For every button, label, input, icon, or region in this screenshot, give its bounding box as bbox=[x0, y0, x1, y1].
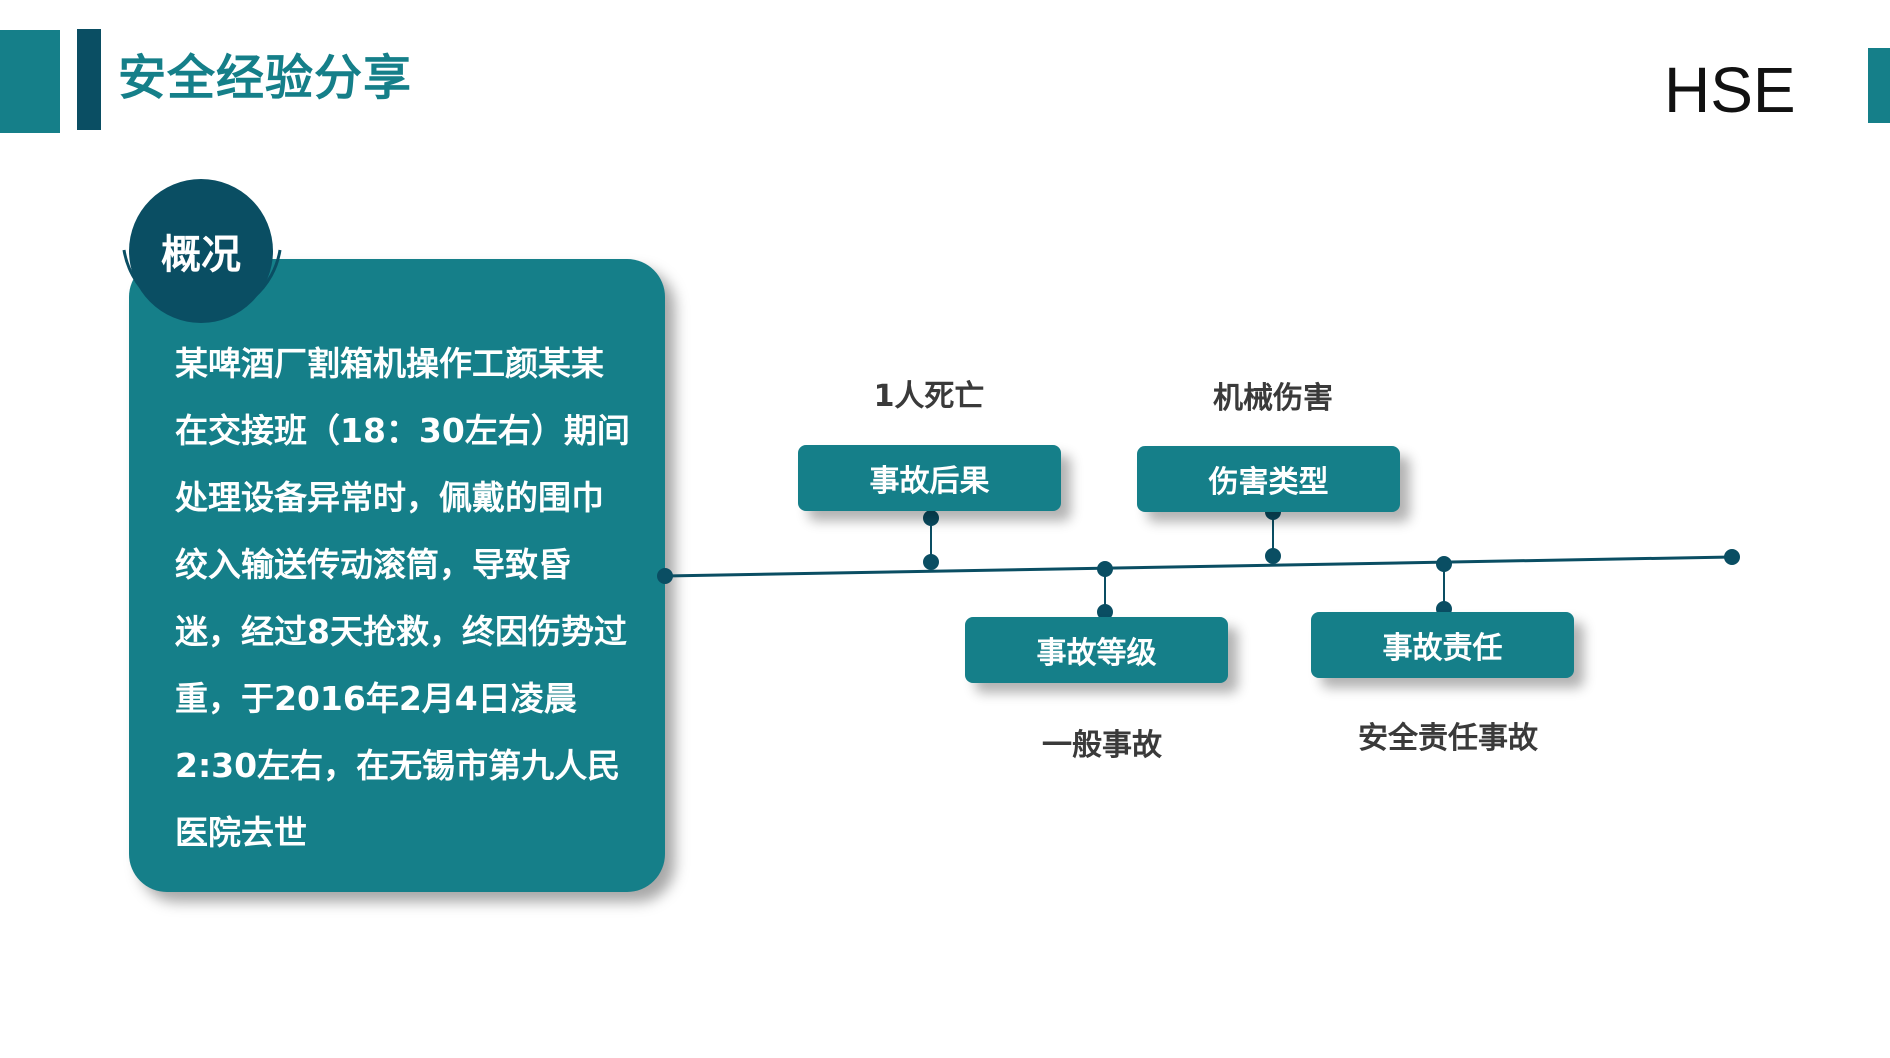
header-accent-bar bbox=[0, 30, 60, 133]
page-title: 安全经验分享 bbox=[118, 50, 413, 106]
timeline-axis bbox=[664, 555, 1733, 578]
overview-text: 某啤酒厂割箱机操作工颜某某在交接班（18：30左右）期间处理设备异常时，佩戴的围… bbox=[175, 344, 630, 852]
header-accent-bar-dark bbox=[77, 29, 101, 130]
timeline-box-consequence: 事故后果 bbox=[798, 445, 1061, 511]
timeline-box-injury-type: 伤害类型 bbox=[1137, 446, 1400, 512]
timeline-box-responsibility: 事故责任 bbox=[1311, 612, 1574, 678]
timeline-box-grade: 事故等级 bbox=[965, 617, 1228, 683]
right-accent-bar bbox=[1868, 48, 1890, 123]
timeline-value-responsibility: 安全责任事故 bbox=[1358, 721, 1538, 756]
timeline-value-consequence: 1人死亡 bbox=[873, 379, 985, 414]
timeline-value-injury-type: 机械伤害 bbox=[1213, 381, 1333, 416]
brand-label: HSE bbox=[1664, 54, 1796, 126]
timeline-value-grade: 一般事故 bbox=[1042, 728, 1162, 763]
overview-badge: 概况 bbox=[129, 179, 273, 323]
timeline-end-dot bbox=[1724, 549, 1740, 565]
overview-card bbox=[129, 259, 665, 892]
timeline-start-dot bbox=[657, 568, 673, 584]
